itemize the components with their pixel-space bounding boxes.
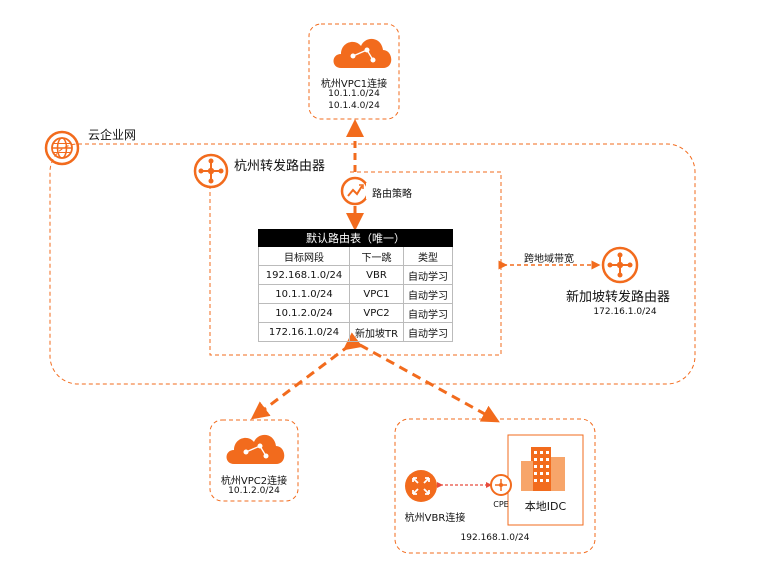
vpc1-title: 杭州VPC1连接 — [320, 79, 388, 90]
router-icon-sg — [601, 246, 639, 284]
table-cell: 新加坡TR — [349, 322, 404, 342]
idc-cidr: 192.168.1.0/24 — [460, 533, 530, 543]
arrow-table-to-idc — [359, 343, 500, 423]
vbr-icon — [405, 470, 437, 502]
router-icon-hz — [193, 153, 229, 189]
table-header-row: 目标网段 下一跳 类型 — [258, 246, 453, 266]
idc-label: 本地IDC — [524, 500, 567, 513]
table-cell: 自动学习 — [403, 265, 453, 285]
table-row: 192.168.1.0/24 VBR 自动学习 — [258, 265, 453, 285]
table-cell: 192.168.1.0/24 — [258, 265, 350, 285]
arrow-table-to-vpc2 — [250, 332, 363, 420]
table-cell: VBR — [349, 265, 404, 285]
header-dest: 目标网段 — [258, 246, 350, 266]
vpc2-frame — [209, 419, 299, 502]
vpc2-title: 杭州VPC2连接 — [220, 476, 288, 487]
vbr-label: 杭州VBR连接 — [404, 513, 466, 524]
table-cell: 自动学习 — [403, 322, 453, 342]
hz-tr-title: 杭州转发路由器 — [234, 159, 326, 174]
route-table: 默认路由表（唯一） 目标网段 下一跳 类型 192.168.1.0/24 VBR… — [258, 229, 453, 342]
cen-title: 云企业网 — [88, 128, 137, 142]
route-policy-icon — [340, 176, 370, 206]
route-policy-label: 路由策略 — [372, 189, 412, 200]
building-icon — [521, 447, 565, 491]
globe-icon — [44, 130, 80, 166]
table-cell: 自动学习 — [403, 303, 453, 323]
cpe-icon — [490, 474, 512, 496]
bandwidth-label: 跨地域带宽 — [524, 254, 574, 265]
sg-tr-title: 新加坡转发路由器 — [566, 290, 671, 305]
vpc1-cidr-1: 10.1.1.0/24 — [328, 89, 380, 99]
header-nexthop: 下一跳 — [349, 246, 404, 266]
table-cell: 172.16.1.0/24 — [258, 322, 350, 342]
vpc1-cidr-2: 10.1.4.0/24 — [328, 101, 380, 111]
vpc1-frame — [308, 23, 400, 120]
vpc2-cidr: 10.1.2.0/24 — [228, 486, 280, 496]
cloud-icon-vpc2 — [226, 434, 285, 464]
table-cell: 自动学习 — [403, 284, 453, 304]
cloud-icon-vpc1 — [333, 38, 392, 68]
cen-frame — [49, 143, 696, 385]
table-cell: VPC1 — [349, 284, 404, 304]
table-cell: 10.1.2.0/24 — [258, 303, 350, 323]
table-cell: 10.1.1.0/24 — [258, 284, 350, 304]
route-table-title: 默认路由表（唯一） — [258, 229, 453, 247]
table-row: 10.1.1.0/24 VPC1 自动学习 — [258, 284, 453, 304]
table-cell: VPC2 — [349, 303, 404, 323]
sg-tr-cidr: 172.16.1.0/24 — [593, 307, 657, 317]
header-type: 类型 — [403, 246, 453, 266]
table-row: 10.1.2.0/24 VPC2 自动学习 — [258, 303, 453, 323]
cpe-label: CPE — [493, 500, 509, 509]
table-row: 172.16.1.0/24 新加坡TR 自动学习 — [258, 322, 453, 342]
